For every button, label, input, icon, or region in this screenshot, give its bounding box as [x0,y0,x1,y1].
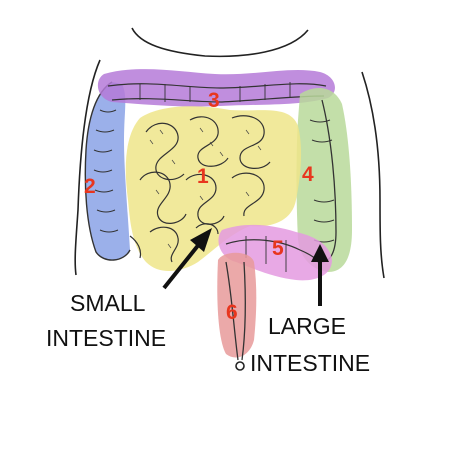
region-number-3: 3 [208,89,220,112]
region-1-small-intestine [125,106,302,272]
region-number-4: 4 [302,163,314,186]
region-6-highlight [217,252,257,358]
region-4-highlight [296,88,352,272]
small-intestine-arrow [162,228,212,290]
large-intestine-arrow [311,244,329,306]
region-number-5: 5 [272,237,284,260]
region-number-6: 6 [226,301,238,324]
anus-marker [235,361,245,371]
region-4-descending-colon [296,88,352,272]
region-6-rectum [217,252,257,371]
large-intestine-label-line1: LARGE [268,313,346,339]
large-intestine-label-line2: INTESTINE [250,350,370,376]
region-number-1: 1 [197,165,209,188]
body-outline [74,27,385,279]
region-2-ascending-colon [84,81,131,261]
region-3-transverse-colon [97,69,335,107]
region-number-2: 2 [84,175,96,198]
region-5-highlight [218,224,332,281]
region-1-highlight [125,106,302,272]
small-intestine-label-line1: SMALL [70,290,146,316]
small-intestine-label-line2: INTESTINE [46,325,166,351]
